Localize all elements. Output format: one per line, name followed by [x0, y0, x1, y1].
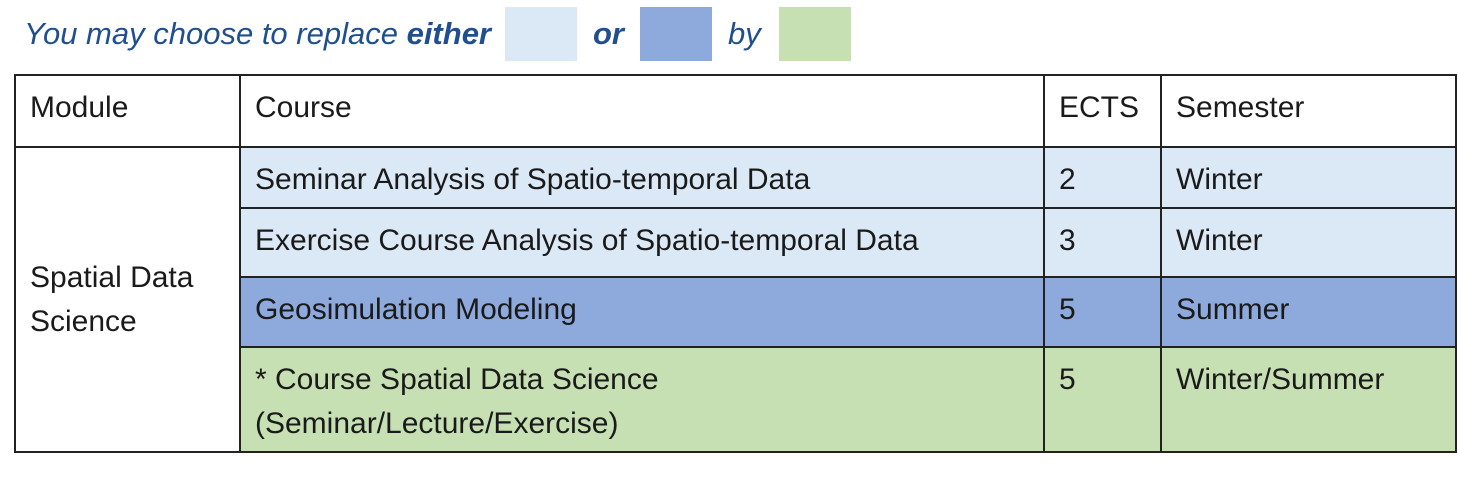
table-row: Geosimulation Modeling 5 Summer	[15, 276, 1457, 348]
table-header-row: Module Course ECTS Semester	[14, 74, 1457, 148]
course-semester: Winter	[1160, 146, 1457, 209]
header-ects: ECTS	[1043, 74, 1162, 148]
course-ects: 2	[1043, 146, 1162, 209]
swatch-medium-blue	[640, 7, 712, 61]
course-name: Geosimulation Modeling	[239, 276, 1045, 348]
course-semester: Summer	[1160, 276, 1457, 348]
course-table: Module Course ECTS Semester Spatial Data…	[14, 74, 1457, 453]
legend-text-replace: You may choose to replace	[24, 16, 398, 51]
table-row: Spatial Data Science Seminar Analysis of…	[14, 146, 1457, 453]
module-name: Spatial Data Science	[14, 146, 241, 453]
header-course: Course	[239, 74, 1045, 148]
header-semester: Semester	[1160, 74, 1457, 148]
legend-text-either: either	[406, 16, 491, 51]
color-legend: You may choose to replace either or by	[24, 7, 851, 61]
header-module: Module	[14, 74, 241, 148]
swatch-light-blue	[505, 7, 577, 61]
course-name: Exercise Course Analysis of Spatio-tempo…	[239, 207, 1045, 278]
table-row: * Course Spatial Data Science (Seminar/L…	[15, 346, 1457, 453]
swatch-green	[778, 7, 851, 61]
course-ects: 5	[1043, 276, 1162, 348]
course-ects: 5	[1043, 346, 1162, 453]
course-semester: Winter/Summer	[1160, 346, 1457, 453]
legend-text-by: by	[728, 16, 761, 51]
course-semester: Winter	[1160, 207, 1457, 278]
course-ects: 3	[1043, 207, 1162, 278]
table-row: Exercise Course Analysis of Spatio-tempo…	[15, 207, 1457, 278]
course-name: * Course Spatial Data Science (Seminar/L…	[239, 346, 1045, 453]
course-name: Seminar Analysis of Spatio-temporal Data	[239, 146, 1045, 209]
legend-text-or: or	[593, 16, 624, 51]
